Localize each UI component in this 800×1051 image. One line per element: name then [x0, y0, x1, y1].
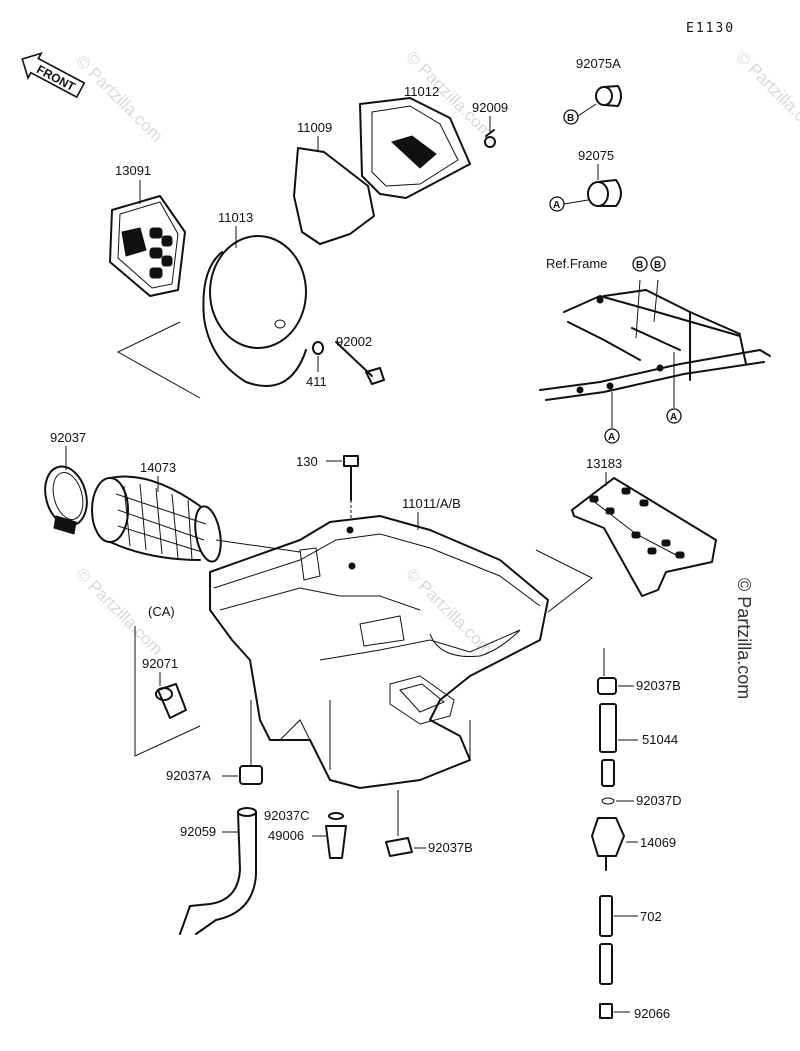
part-label-130: 130: [296, 454, 318, 469]
intake-duct: [91, 475, 222, 563]
plug-92037B-top-icon: [597, 677, 617, 695]
watermark: © Partzilla.com: [732, 47, 800, 141]
part-label-92059: 92059: [180, 824, 216, 839]
part-label-92009: 92009: [472, 100, 508, 115]
washer-icon: [312, 341, 324, 355]
clip-92066-icon: [599, 1003, 613, 1019]
clip-92037D-icon: [601, 797, 615, 805]
part-label-702: 702: [640, 909, 662, 924]
marker-a: A: [553, 200, 560, 211]
marker-a-circle: [666, 408, 682, 424]
hose-clamp-icon: [44, 465, 88, 535]
watermark: © Partzilla.com: [72, 51, 166, 145]
hose-702: [599, 895, 613, 985]
air-cleaner-silencer: [109, 195, 186, 297]
marker-b-circle: [650, 256, 666, 272]
part-label-11013: 11013: [218, 210, 253, 225]
part-label-92075: 92075: [578, 148, 614, 163]
part-label-11012: 11012: [404, 84, 439, 99]
breather-fitting-icon: [155, 683, 187, 719]
part-label-92037A: 92037A: [166, 768, 211, 783]
filter-gasket: [293, 147, 375, 245]
bolt-130-icon: [343, 455, 359, 501]
part-label-92071: 92071: [142, 656, 178, 671]
part-label-51044: 51044: [642, 732, 678, 747]
air-filter-element: [202, 235, 307, 387]
marker-b: B: [567, 113, 574, 124]
part-label-14069: 14069: [640, 835, 676, 850]
marker-b: B: [636, 260, 643, 271]
fuel-filter-14069: [591, 817, 625, 871]
ref-frame-label: Ref.Frame: [546, 256, 607, 271]
part-label-11009: 11009: [297, 120, 332, 135]
pipe-51044: [599, 703, 617, 787]
plug-92037B-icon: [385, 790, 413, 857]
part-label-411: 411: [306, 374, 327, 389]
collar-92075-icon: [587, 179, 622, 207]
screw-icon: [484, 129, 496, 148]
part-label-92037B-bottom: 92037B: [428, 840, 473, 855]
air-cleaner-case: [209, 515, 549, 789]
frame-rail: [539, 279, 771, 401]
part-label-92037: 92037: [50, 430, 86, 445]
part-label-11011: 11011/A/B: [402, 496, 461, 511]
air-cleaner-cover: [359, 97, 471, 199]
marker-b: B: [654, 260, 661, 271]
collar-92075A-icon: [595, 85, 622, 107]
marker-a: A: [608, 432, 615, 443]
part-label-14073: 14073: [140, 460, 176, 475]
part-label-13183: 13183: [586, 456, 622, 471]
ca-label: (CA): [148, 604, 175, 619]
part-label-13091: 13091: [115, 163, 151, 178]
breather-hose: [179, 807, 257, 935]
part-label-92066: 92066: [634, 1006, 670, 1021]
bolt-icon: [335, 341, 385, 385]
diagram-code: E1130: [686, 21, 735, 36]
watermark: © Partzilla.com: [734, 578, 754, 699]
part-label-92075A: 92075A: [576, 56, 621, 71]
marker-b-circle: [632, 256, 648, 272]
plug-92037A-icon: [239, 700, 263, 785]
clip-92037C-icon: [328, 812, 344, 820]
part-label-92037D: 92037D: [636, 793, 682, 808]
part-label-49006: 49006: [268, 828, 304, 843]
marker-a-circle: [604, 428, 620, 444]
marker-b-circle: [563, 109, 579, 125]
part-label-92037C: 92037C: [264, 808, 310, 823]
part-label-92037B-top: 92037B: [636, 678, 681, 693]
front-arrow-icon: FRONT: [21, 51, 86, 99]
watermark: © Partzilla.com: [402, 564, 496, 658]
marker-a: A: [670, 412, 677, 423]
drain-cap-icon: [325, 825, 347, 859]
part-label-92002: 92002: [336, 334, 372, 349]
case-bracket: [571, 477, 717, 597]
